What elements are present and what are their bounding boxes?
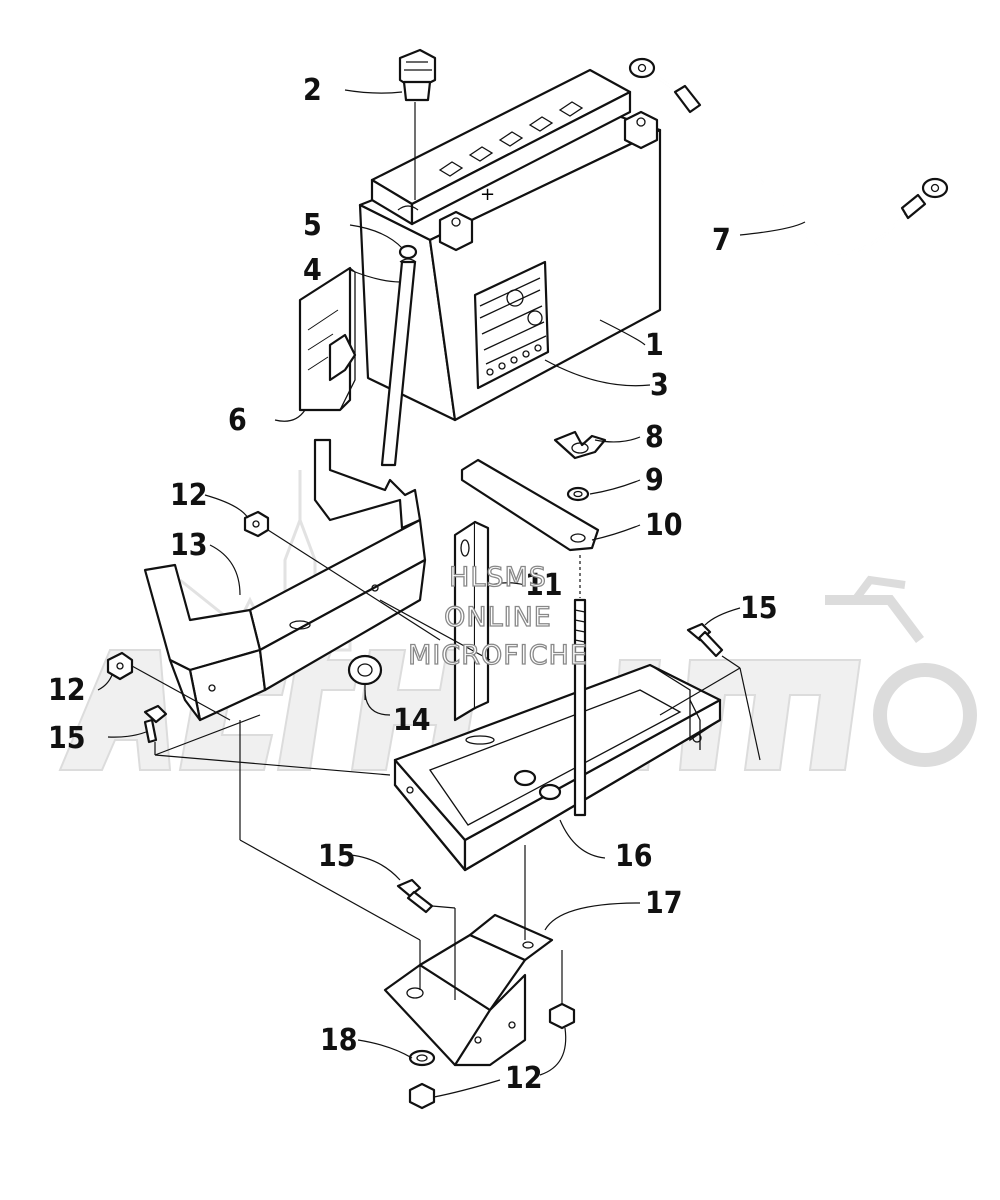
strap-part-11: [453, 520, 490, 722]
callout-10: 10: [645, 508, 683, 543]
callout-leaders: [97, 89, 806, 1098]
wing-nut-part-8: [553, 430, 607, 460]
lower-bracket-part-17: [383, 913, 554, 1067]
battery-plus-mark: +: [480, 184, 495, 205]
callout-12b: 12: [48, 673, 86, 708]
nut-part-12-left: [106, 651, 134, 681]
battery-part-1: +: [358, 68, 662, 422]
callout-18: 18: [320, 1023, 358, 1058]
callout-17: 17: [645, 886, 683, 921]
assembly-lines: [131, 529, 761, 1004]
hose-clamp-part-5: [398, 244, 418, 263]
washer-part-9: [566, 486, 590, 502]
callout-labels: 1 2 3 4 5 6 7 8 9 10 11 12 12 12 13 14 1…: [48, 73, 778, 1096]
battery-tray-part-16: [393, 663, 722, 872]
heat-shield-part-6: [298, 266, 357, 412]
callout-14: 14: [393, 703, 431, 738]
callout-7: 7: [712, 223, 731, 258]
callout-15c: 15: [318, 839, 356, 874]
callout-5: 5: [303, 208, 322, 243]
callout-2: 2: [303, 73, 322, 108]
battery-label-part-3: [473, 260, 550, 390]
battery-cable-part-7: [628, 57, 949, 255]
callout-12c: 12: [505, 1061, 543, 1096]
grommet-part-14: [347, 654, 383, 686]
bolt-part-15-lower: [396, 878, 434, 914]
callout-3: 3: [650, 368, 669, 403]
callout-8: 8: [645, 420, 664, 455]
watermark-line-2: ONLINE: [444, 602, 552, 633]
vent-plug-part-2: [398, 48, 437, 200]
threaded-rod: [573, 555, 587, 817]
callout-1: 1: [645, 328, 664, 363]
bolt-part-15-right: [686, 622, 724, 658]
watermark-line-3: MICROFICHE: [408, 640, 588, 671]
callout-6: 6: [228, 403, 247, 438]
nut-part-12-lower: [408, 1002, 576, 1110]
watermark-text: HLSMS ONLINE MICROFICHE: [407, 561, 588, 671]
bolt-part-15-left: [143, 704, 168, 744]
vent-hose-part-4: [380, 260, 417, 467]
callout-12a: 12: [170, 478, 208, 513]
callout-4: 4: [303, 253, 322, 288]
nut-part-12-upper: [243, 510, 270, 538]
callout-9: 9: [645, 463, 664, 498]
callout-16: 16: [615, 839, 653, 874]
hold-down-bracket-part-10: [460, 458, 600, 552]
callout-15a: 15: [740, 591, 778, 626]
watermark-line-1: HLSMS: [449, 562, 547, 593]
side-bracket-part-13: [143, 438, 427, 722]
callout-13: 13: [170, 528, 208, 563]
callout-15b: 15: [48, 721, 86, 756]
washer-part-18: [408, 1049, 436, 1067]
callout-11: 11: [525, 568, 563, 603]
